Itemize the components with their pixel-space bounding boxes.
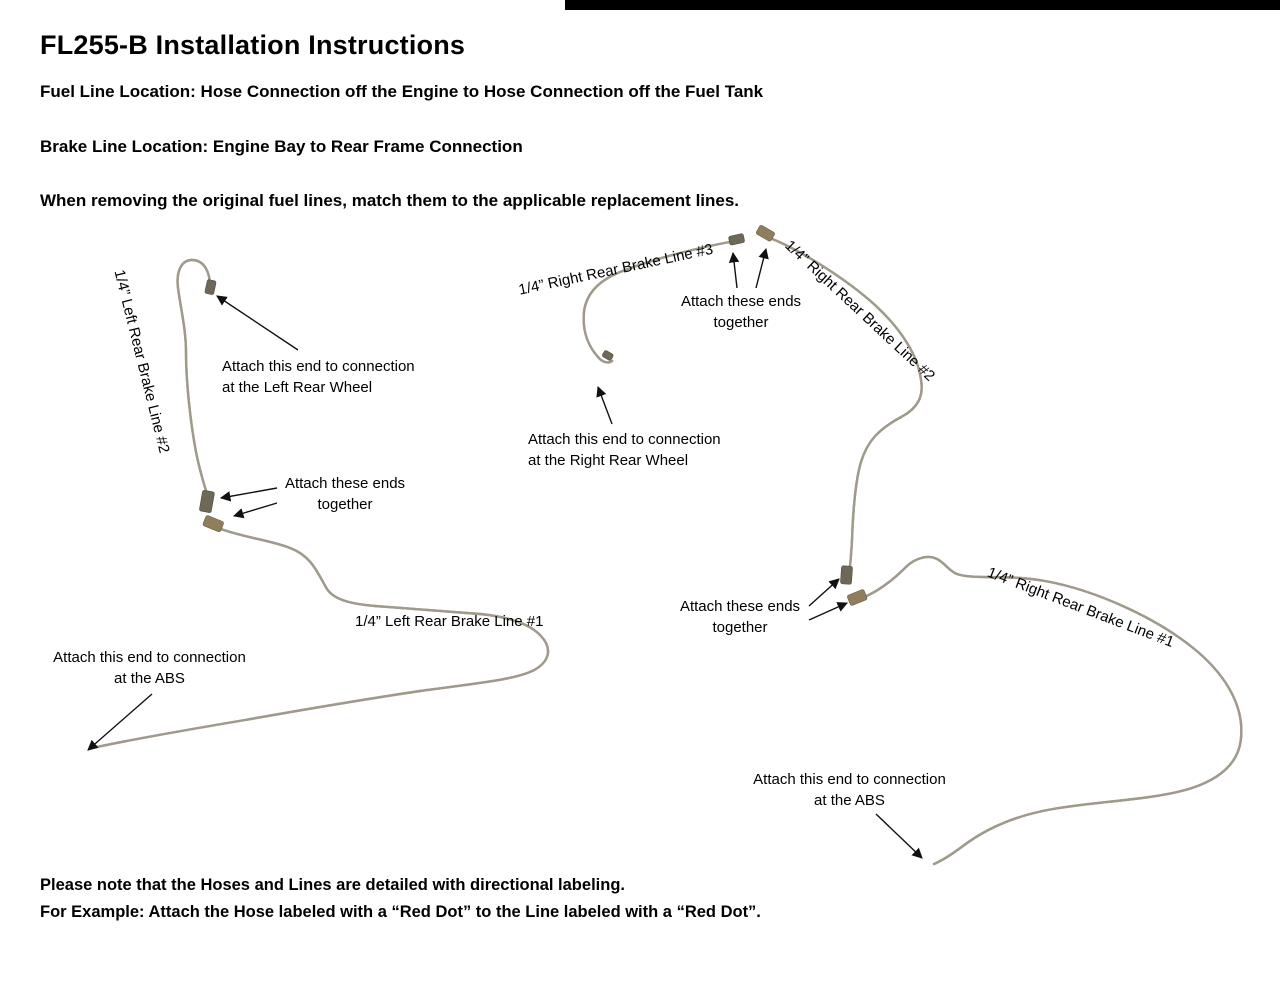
arrow-to-abs-left <box>87 693 153 751</box>
label-attach-left-wheel: Attach this end to connection at the Lef… <box>222 358 415 397</box>
arrow-top-ends-left <box>728 251 740 289</box>
label-attach-ends-top: Attach these ends together <box>680 293 802 332</box>
fuel-line-location-text: Fuel Line Location: Hose Connection off … <box>40 82 764 101</box>
left-line-2-top-fitting <box>204 279 217 295</box>
left-rear-brake-line-2-highlight <box>176 258 212 496</box>
brake-line-location-text: Brake Line Location: Engine Bay to Rear … <box>40 137 523 156</box>
arrow-to-abs-right <box>875 813 923 859</box>
arrow-to-right-wheel-end <box>596 386 613 425</box>
label-attach-abs-right: Attach this end to connection at the ABS <box>753 771 946 810</box>
removal-note-text: When removing the original fuel lines, m… <box>40 191 740 210</box>
arrow-right-ends-upper <box>808 578 840 607</box>
left-rear-brake-line-1 <box>95 526 550 749</box>
left-line-2-end-fitting <box>199 490 215 513</box>
label-attach-ends-left: Attach these ends together <box>284 475 406 514</box>
label-attach-right-wheel: Attach this end to connection at the Rig… <box>528 431 721 470</box>
footer-note-line-2: For Example: Attach the Hose labeled wit… <box>40 903 761 921</box>
label-attach-ends-right: Attach these ends together <box>679 598 801 637</box>
page-title: FL255-B Installation Instructions <box>40 30 466 60</box>
top-edge-bar <box>565 0 1280 10</box>
right-line-1-start-fitting <box>847 589 868 606</box>
right-line-2-start-fitting <box>756 225 775 242</box>
arrow-right-ends-lower <box>808 602 848 621</box>
label-attach-abs-left: Attach this end to connection at the ABS <box>53 649 246 688</box>
arrow-left-ends-upper <box>219 487 278 502</box>
left-line-1-start-fitting <box>202 515 224 533</box>
label-left-rear-brake-line-1: 1/4” Left Rear Brake Line #1 <box>355 613 544 630</box>
left-rear-brake-line-1-highlight <box>95 526 550 749</box>
right-line-3-wheel-end-tip <box>602 350 614 361</box>
right-line-3-end-fitting <box>728 233 745 246</box>
arrow-left-ends-lower <box>232 502 278 519</box>
arrow-to-left-wheel-end <box>216 295 299 351</box>
footer-note-line-1: Please note that the Hoses and Lines are… <box>40 876 625 894</box>
left-rear-brake-line-2 <box>176 258 212 496</box>
arrow-top-ends-right <box>755 247 769 289</box>
right-line-2-end-fitting <box>840 565 853 585</box>
